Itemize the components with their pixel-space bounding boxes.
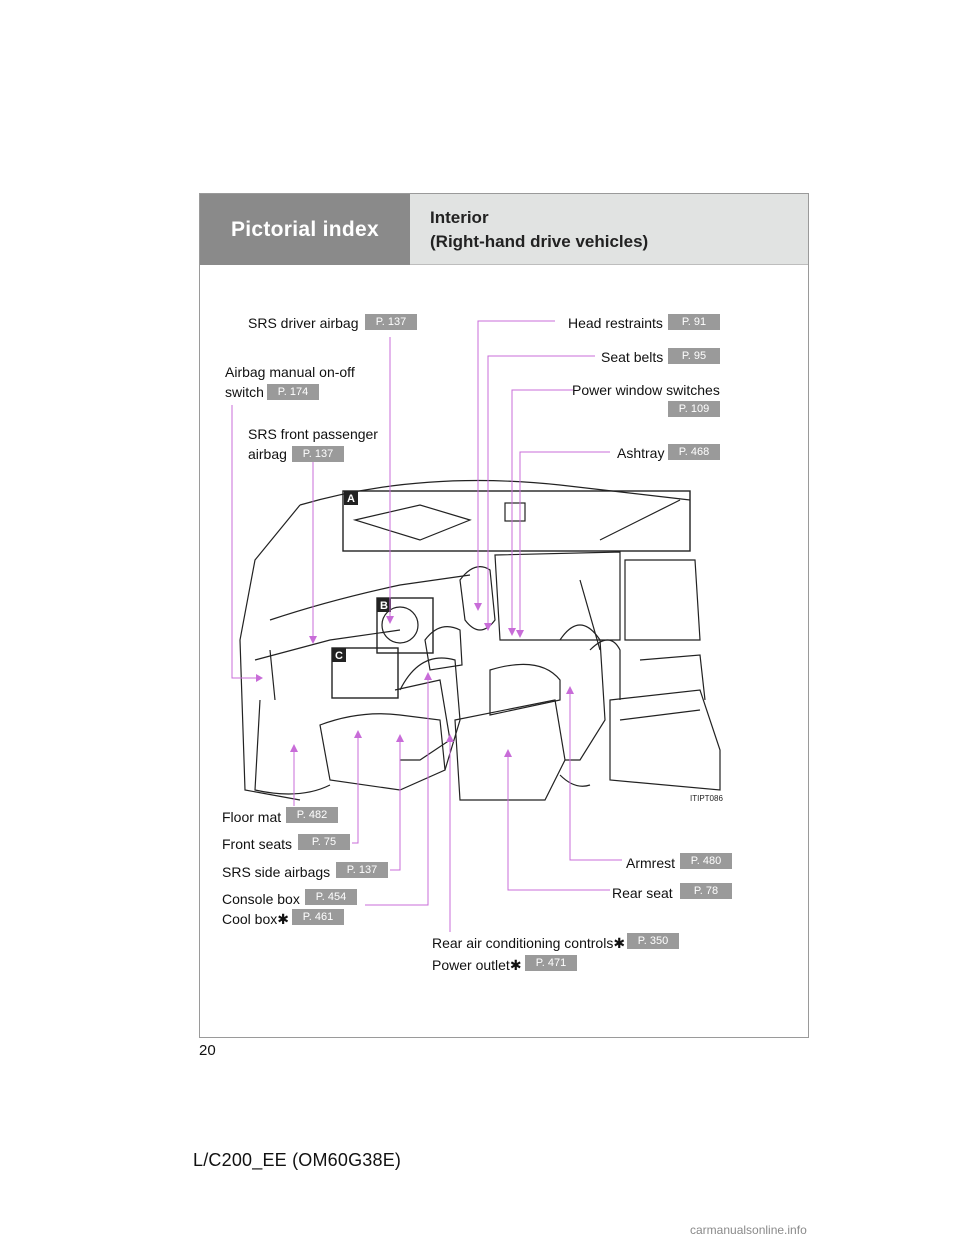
ashtray-label: Ashtray: [617, 445, 665, 461]
page-number: 20: [199, 1042, 216, 1059]
inset-b-letter: B: [380, 600, 388, 612]
srs-driver-airbag-page-tag[interactable]: P. 137: [365, 314, 417, 330]
rear-seat-label: Rear seat: [612, 885, 673, 901]
ashtray-page-tag[interactable]: P. 468: [668, 444, 720, 460]
srs-side-airbags-page-tag[interactable]: P. 137: [336, 862, 388, 878]
power-window-switches-label: Power window switches: [572, 382, 720, 398]
armrest-label: Armrest: [626, 855, 675, 871]
armrest-page-tag[interactable]: P. 480: [680, 853, 732, 869]
srs-front-passenger-airbag-label-line-1: SRS front passenger: [248, 426, 378, 442]
front-seats-page-tag[interactable]: P. 75: [298, 834, 350, 850]
floor-mat-label: Floor mat: [222, 809, 282, 825]
inset-a-letter: A: [347, 493, 355, 505]
power-outlet-label: Power outlet✱: [432, 957, 522, 973]
rear-seat-page-tag[interactable]: P. 78: [680, 883, 732, 899]
section-label: Pictorial index: [200, 194, 410, 265]
figure-code: ITIPT086: [690, 794, 723, 803]
page-frame: Pictorial index Interior (Right-hand dri…: [199, 193, 809, 1038]
title-line-2: (Right-hand drive vehicles): [430, 232, 649, 251]
inset-markers: [332, 491, 391, 662]
airbag-switch-label-line-2: switch: [225, 384, 264, 400]
srs-front-passenger-airbag-label-line-2: airbag: [248, 446, 287, 462]
head-restraints-label: Head restraints: [568, 315, 663, 331]
title-line-1: Interior: [430, 208, 489, 227]
airbag-switch-label-line-1: Airbag manual on-off: [225, 364, 355, 380]
power-window-switches-page-tag[interactable]: P. 109: [668, 401, 720, 417]
head-restraints-page-tag[interactable]: P. 91: [668, 314, 720, 330]
document-code-footer: L/C200_EE (OM60G38E): [193, 1150, 402, 1170]
airbag-switch-page-tag[interactable]: P. 174: [267, 384, 319, 400]
console-box-page-tag[interactable]: P. 454: [305, 889, 357, 905]
page-title: Interior (Right-hand drive vehicles): [410, 194, 808, 265]
srs-front-passenger-airbag-page-tag[interactable]: P. 137: [292, 446, 344, 462]
floor-mat-page-tag[interactable]: P. 482: [286, 807, 338, 823]
seat-belts-page-tag[interactable]: P. 95: [668, 348, 720, 364]
inset-c-letter: C: [335, 650, 343, 662]
car-interior-drawing: [239, 479, 721, 801]
console-box-label: Console box: [222, 891, 300, 907]
srs-driver-airbag-label: SRS driver airbag: [248, 315, 359, 331]
seat-belts-label: Seat belts: [601, 349, 664, 365]
rear-ac-controls-page-tag[interactable]: P. 350: [627, 933, 679, 949]
rear-ac-controls-label: Rear air conditioning controls✱: [432, 935, 626, 951]
watermark: carmanualsonline.info: [690, 1223, 807, 1237]
cool-box-label: Cool box✱: [222, 911, 289, 927]
cool-box-page-tag[interactable]: P. 461: [292, 909, 344, 925]
srs-side-airbags-label: SRS side airbags: [222, 864, 331, 880]
leader-arrowheads: [256, 603, 574, 757]
front-seats-label: Front seats: [222, 836, 293, 852]
power-outlet-page-tag[interactable]: P. 471: [525, 955, 577, 971]
leader-lines: [231, 320, 622, 932]
